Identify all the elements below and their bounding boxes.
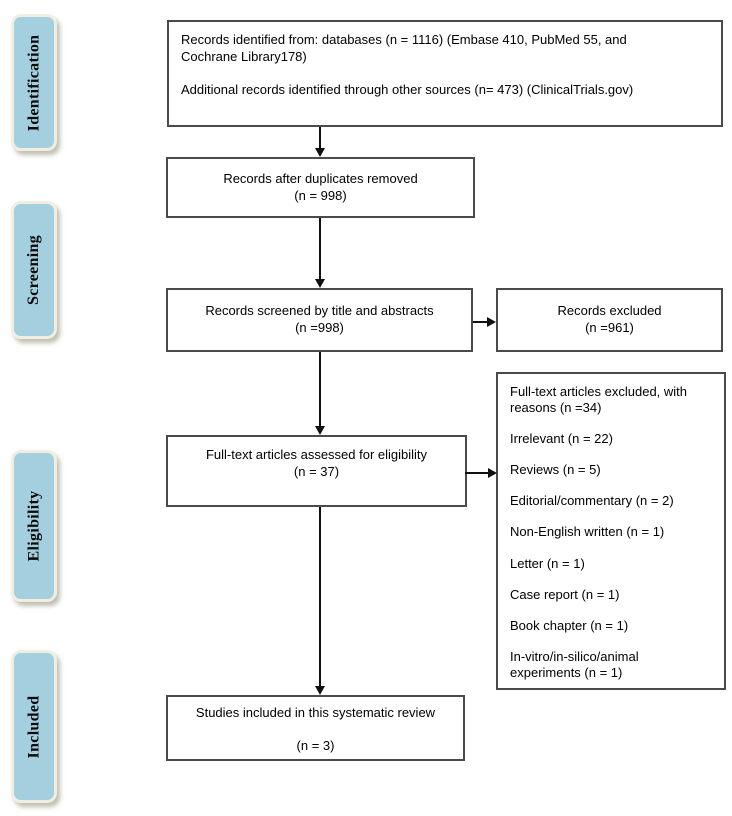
box-records-identified-text: Records identified from: databases (n = … (181, 32, 634, 97)
arrow-head-icon (488, 468, 497, 478)
arrow-line (319, 352, 321, 426)
box-fulltext-excluded-reasons-text: Full-text articles excluded, with reason… (510, 384, 688, 680)
stage-label-identification: Identification (25, 34, 42, 131)
arrow-line (319, 218, 321, 279)
arrow-line (473, 321, 487, 323)
stage-label-screening: Screening (25, 235, 42, 305)
arrow-head-icon (315, 686, 325, 695)
box-fulltext-assessed-text: Full-text articles assessed for eligibil… (205, 447, 428, 479)
stage-tab-included: Included (11, 650, 57, 803)
box-records-excluded-text: Records excluded (n =961) (557, 303, 662, 335)
box-studies-included: Studies included in this systematic revi… (166, 695, 465, 761)
box-records-screened: Records screened by title and abstracts … (166, 288, 473, 352)
box-records-identified: Records identified from: databases (n = … (167, 20, 723, 127)
box-records-excluded: Records excluded (n =961) (496, 288, 723, 352)
arrow-head-icon (315, 279, 325, 288)
arrow-head-icon (315, 148, 325, 157)
stage-label-included: Included (25, 695, 42, 758)
box-fulltext-excluded-reasons: Full-text articles excluded, with reason… (496, 372, 726, 690)
arrow-line (319, 507, 321, 686)
arrow-head-icon (315, 426, 325, 435)
box-records-screened-text: Records screened by title and abstracts … (205, 303, 434, 335)
stage-label-eligibility: Eligibility (25, 490, 42, 562)
box-fulltext-assessed: Full-text articles assessed for eligibil… (166, 435, 467, 507)
arrow-line (319, 127, 321, 148)
box-duplicates-removed-text: Records after duplicates removed (n = 99… (223, 170, 418, 203)
box-duplicates-removed: Records after duplicates removed (n = 99… (166, 157, 475, 218)
stage-tab-screening: Screening (11, 201, 57, 339)
stage-tab-identification: Identification (11, 14, 57, 151)
arrow-line (465, 472, 488, 474)
arrow-head-icon (487, 317, 496, 327)
box-studies-included-text: Studies included in this systematic revi… (195, 705, 436, 754)
stage-tab-eligibility: Eligibility (11, 450, 57, 602)
